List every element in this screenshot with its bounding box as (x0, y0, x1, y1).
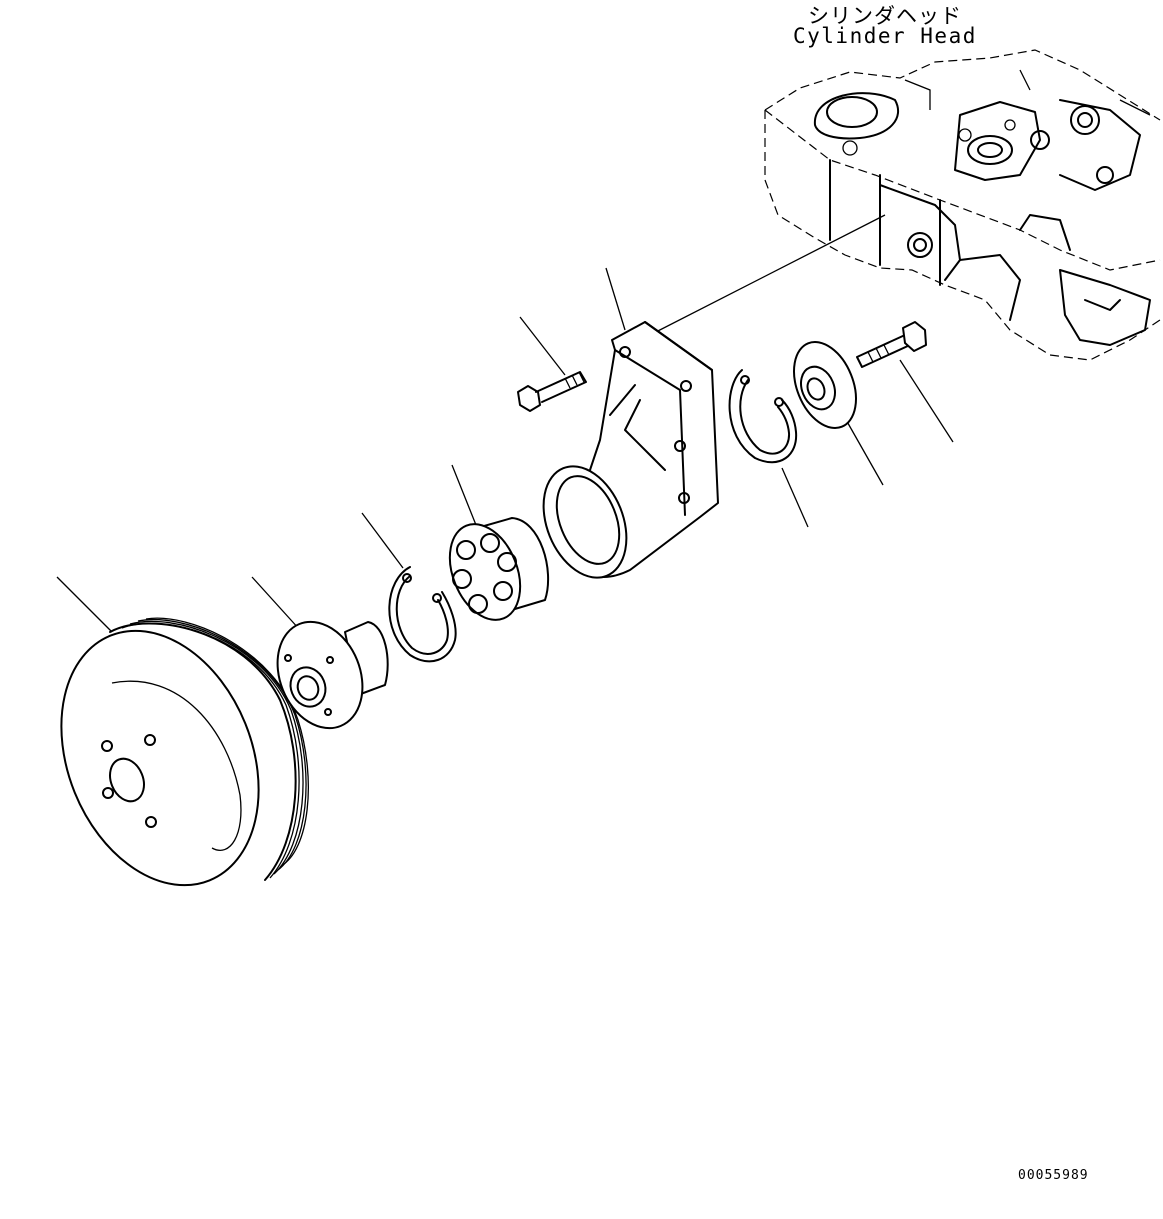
hub-shaft (276, 620, 389, 730)
bracket (542, 321, 719, 579)
snap-ring-left (388, 566, 457, 663)
cylinder-head (764, 49, 1161, 361)
drawing-number: 00055989 (1018, 1168, 1089, 1183)
snap-ring-right (728, 369, 798, 464)
bolt-right (856, 321, 927, 368)
pulley (60, 617, 309, 887)
bearing (448, 517, 550, 621)
cylinder-head-label-en: Cylinder Head (793, 24, 977, 48)
cylinder-head-label-jp: シリンダヘッド (808, 4, 962, 28)
washer-plate (793, 340, 857, 430)
leader-lines (56, 214, 954, 633)
bolt-left (517, 371, 587, 412)
